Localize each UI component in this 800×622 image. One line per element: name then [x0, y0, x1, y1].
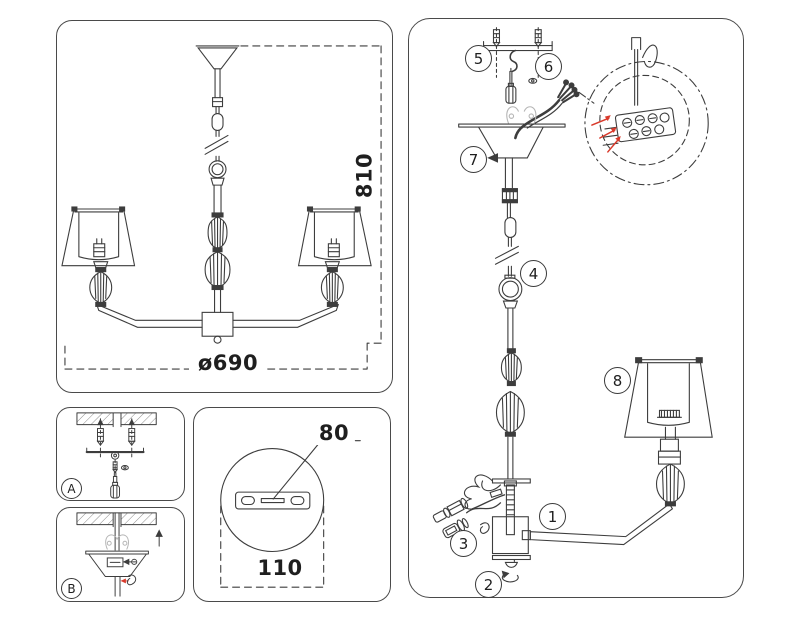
overview-panel: 810 ø690: [56, 20, 393, 393]
step-a-badge: A: [61, 478, 82, 499]
down-rod: [114, 576, 121, 597]
callout-4: 4: [520, 260, 547, 287]
rotation-arrow-icon: [501, 570, 519, 583]
threaded-rod: [503, 480, 517, 536]
wiring-detail-circle: [584, 37, 709, 186]
lamp-shade-icon: [624, 357, 713, 440]
suspension-stem: [494, 157, 525, 480]
leader-line: [272, 443, 320, 500]
right-lamp: [297, 206, 372, 307]
mounting-plate-icon: [235, 491, 311, 510]
canopy-icon: [195, 45, 240, 70]
ceiling-icon: [76, 412, 157, 428]
anchor-screws: [96, 418, 136, 461]
detail-screwdriver-icon: [631, 37, 658, 106]
hanging-rod: [114, 512, 120, 551]
left-lamp: [61, 206, 136, 307]
lamp-arm-icon: [529, 503, 673, 546]
ceiling-hook-icon: [509, 49, 518, 73]
wire-entry-arrows-red: [591, 115, 621, 153]
slot-dimension-label: 80: [314, 422, 354, 445]
step-a-panel: A: [56, 407, 185, 501]
chandelier-drawing: [61, 45, 382, 370]
up-arrow-icon: [155, 529, 163, 547]
drill-template-panel: 80 110: [193, 407, 391, 602]
socket-cup-icon: [657, 438, 681, 465]
callout-7-arrow: [487, 153, 499, 163]
step-a-drawing: [76, 412, 157, 499]
step-b-badge: B: [61, 578, 82, 599]
center-stem: [204, 184, 231, 313]
step-b-panel: B: [56, 507, 185, 602]
assembly-drawing: [432, 27, 713, 583]
plate-dimension-label: 110: [250, 557, 310, 580]
ceiling-icon: [76, 512, 157, 528]
screw-hook: [126, 574, 137, 586]
mounting-bar-icon: [85, 447, 145, 460]
socket-through-shade: [656, 409, 682, 418]
finial-icon: [504, 558, 519, 568]
dimension-lines: [64, 45, 382, 370]
glass-ornament-icon: [655, 463, 685, 507]
assembly-panel: 1 2 3 4 5 6 7 8: [408, 18, 744, 598]
callout-8: 8: [604, 367, 631, 394]
callout-3: 3: [450, 530, 477, 557]
height-dimension-label: 810: [353, 148, 377, 203]
callout-1: 1: [539, 503, 566, 530]
hook-loop-faint: [506, 106, 537, 124]
screwdriver-icon: [110, 472, 121, 499]
screwdriver-icon: [505, 67, 517, 104]
mounting-bracket-icon: [483, 27, 553, 78]
wire-bundle-icon: [514, 79, 580, 140]
callout-6: 6: [535, 53, 562, 80]
wire-tangle: [463, 474, 506, 510]
step-b-drawing: [76, 512, 163, 597]
canopy-icon: [85, 550, 149, 578]
terminal-block-icon: [602, 107, 677, 146]
width-dimension-lines: [220, 505, 325, 588]
callout-7: 7: [460, 146, 487, 173]
hub-bottom-plate: [491, 554, 531, 561]
hub-box: [491, 516, 529, 555]
diameter-dimension-label: ø690: [189, 352, 267, 375]
hub-and-arms: [96, 303, 339, 344]
detail-leader-line: [578, 91, 595, 104]
callout-2: 2: [475, 571, 502, 598]
hub-assembly: [463, 474, 531, 583]
hex-nut-icon: [528, 77, 538, 84]
callout-5: 5: [465, 45, 492, 72]
canopy-outline-circle: [220, 448, 325, 553]
suspension-chain: [204, 68, 229, 186]
template-drawing: [220, 440, 363, 588]
screw-and-nut: [112, 459, 129, 474]
hook-loop-faint: [105, 534, 129, 550]
arm-socket: [521, 530, 531, 541]
